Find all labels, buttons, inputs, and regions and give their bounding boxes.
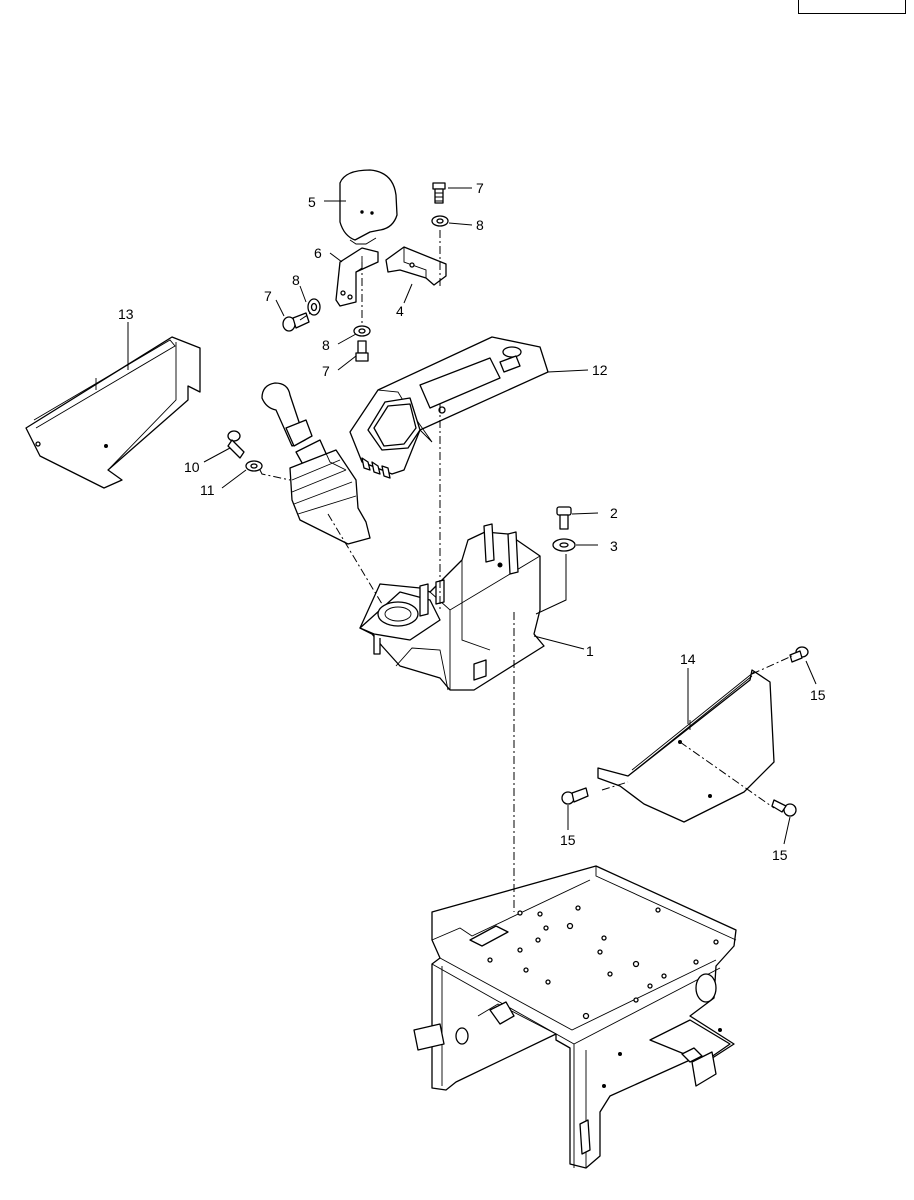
callout-labels: 1 2 3 4 5 6 7 7 7 8 8 8 10 11 12 13 14 1… — [118, 180, 826, 863]
callout-10: 10 — [184, 459, 200, 475]
callout-14: 14 — [680, 651, 696, 667]
washer-3 — [552, 538, 576, 552]
bolt-7-top — [432, 182, 446, 204]
washer-8-lower — [353, 325, 371, 337]
callout-13: 13 — [118, 306, 134, 322]
callout-7-lower: 7 — [322, 363, 330, 379]
callout-2: 2 — [610, 505, 618, 521]
callout-1: 1 — [586, 643, 594, 659]
callout-4: 4 — [396, 303, 404, 319]
callout-12: 12 — [592, 362, 608, 378]
leader-lines — [127, 187, 817, 845]
bolt-7-lower — [355, 340, 369, 362]
callout-8-left: 8 — [292, 272, 300, 288]
bolt-2 — [556, 506, 572, 530]
mounting-frame — [413, 865, 737, 1169]
bolt-15-left — [561, 787, 589, 805]
joystick-lever — [261, 382, 371, 545]
bolt-15-top — [789, 646, 809, 663]
callout-11: 11 — [200, 482, 215, 498]
callout-7-left: 7 — [264, 288, 272, 304]
washer-11 — [245, 460, 263, 472]
callout-15-left: 15 — [560, 832, 576, 848]
washer-8-top — [431, 215, 449, 227]
callout-5: 5 — [308, 194, 316, 210]
bolt-10 — [227, 430, 245, 459]
washer-8-left — [307, 298, 321, 316]
callout-7-top: 7 — [476, 180, 484, 196]
bolt-7-left — [282, 312, 310, 332]
part-5-knob — [339, 169, 398, 245]
callout-6: 6 — [314, 245, 322, 261]
page-number-box — [798, 0, 906, 14]
part-4-bracket — [385, 246, 447, 286]
part-6-bracket — [335, 247, 379, 307]
assembly-centerlines — [259, 230, 793, 912]
callout-3: 3 — [610, 538, 618, 554]
callout-8-top: 8 — [476, 217, 484, 233]
bolt-15-right — [771, 799, 797, 817]
callout-8-lower: 8 — [322, 337, 330, 353]
part-12-console-cover — [349, 336, 549, 479]
callout-15-top: 15 — [810, 687, 826, 703]
part-13-left-cover — [25, 336, 201, 489]
callout-15-right: 15 — [772, 847, 788, 863]
part-1-console-base — [359, 523, 545, 691]
